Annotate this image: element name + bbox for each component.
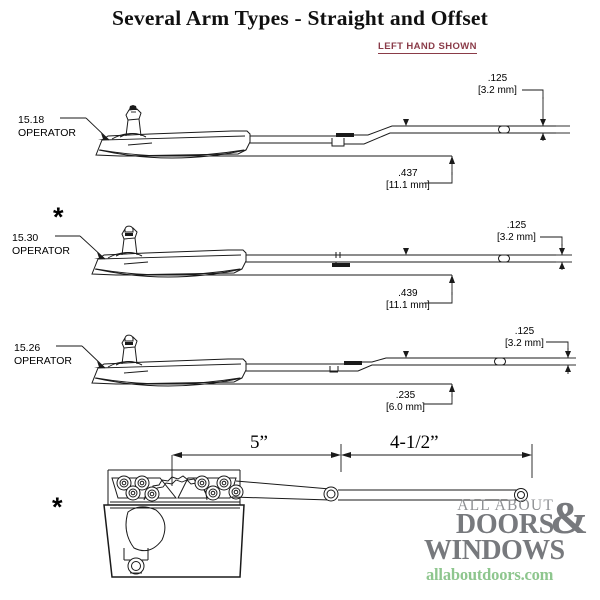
logo-website-url: allaboutdoors.com <box>426 565 554 584</box>
arm-label-15-30-number: 15.30 <box>12 232 39 244</box>
plan-dim-4half-in: 4-1/2” <box>390 432 439 453</box>
arm-label-15-26: 15.26 OPERATOR <box>14 342 72 367</box>
arm-15-26-thickness-mm: [3.2 mm] <box>505 338 544 349</box>
plan-dim-5in: 5” <box>250 432 268 453</box>
arm-15-26-offset-dim: .235 [6.0 mm] <box>386 390 425 414</box>
arm-15-30-offset-in: .439 <box>398 288 418 299</box>
arm-15-30-thickness-dim: .125 [3.2 mm] <box>497 220 536 244</box>
arm-label-15-18-number: 15.18 <box>18 114 45 126</box>
logo-line-windows: WINDOWS <box>424 535 565 566</box>
arm-15-30-offset-dim: .439 [11.1 mm] <box>386 288 430 312</box>
arm-15-18-thickness-dim: .125 [3.2 mm] <box>478 73 517 97</box>
logo-line-doors: DOORS <box>455 509 554 540</box>
arm-label-15-26-number: 15.26 <box>14 342 41 354</box>
arm-15-26-thickness-in: .125 <box>514 326 535 337</box>
logo-ampersand: & <box>550 492 589 543</box>
arm-15-26-offset-mm: [6.0 mm] <box>386 402 425 413</box>
arm-15-26-offset-in: .235 <box>395 390 416 401</box>
arm-label-15-26-text: OPERATOR <box>14 354 72 367</box>
page-title: Several Arm Types - Straight and Offset <box>111 6 489 30</box>
arm-15-30-offset-mm: [11.1 mm] <box>386 300 430 311</box>
arm-label-15-18-text: OPERATOR <box>18 126 76 139</box>
left-hand-shown-note: LEFT HAND SHOWN <box>378 41 477 54</box>
arm-15-30-thickness-mm: [3.2 mm] <box>497 232 536 243</box>
arm-15-18-thickness-mm: [3.2 mm] <box>478 85 517 96</box>
logo-line-all-about: ALL ABOUT <box>457 497 554 514</box>
arm-15-18-thickness-in: .125 <box>487 73 508 84</box>
arm-15-18-offset-in: .437 <box>398 168 418 179</box>
arm-15-26-thickness-dim: .125 [3.2 mm] <box>505 326 544 350</box>
arm-label-15-30: 15.30 OPERATOR <box>12 232 70 257</box>
asterisk-marker-plan-view: * <box>52 492 63 522</box>
arm-label-15-30-text: OPERATOR <box>12 244 70 257</box>
brand-logo: ALL ABOUT & DOORS WINDOWS allaboutdoors.… <box>424 492 596 593</box>
asterisk-marker-15-30: * <box>53 202 64 232</box>
arm-15-18-offset-dim: .437 [11.1 mm] <box>386 168 430 192</box>
arm-label-15-18: 15.18 OPERATOR <box>18 114 76 139</box>
arm-15-30-thickness-in: .125 <box>506 220 527 231</box>
arm-15-18-offset-mm: [11.1 mm] <box>386 180 430 191</box>
